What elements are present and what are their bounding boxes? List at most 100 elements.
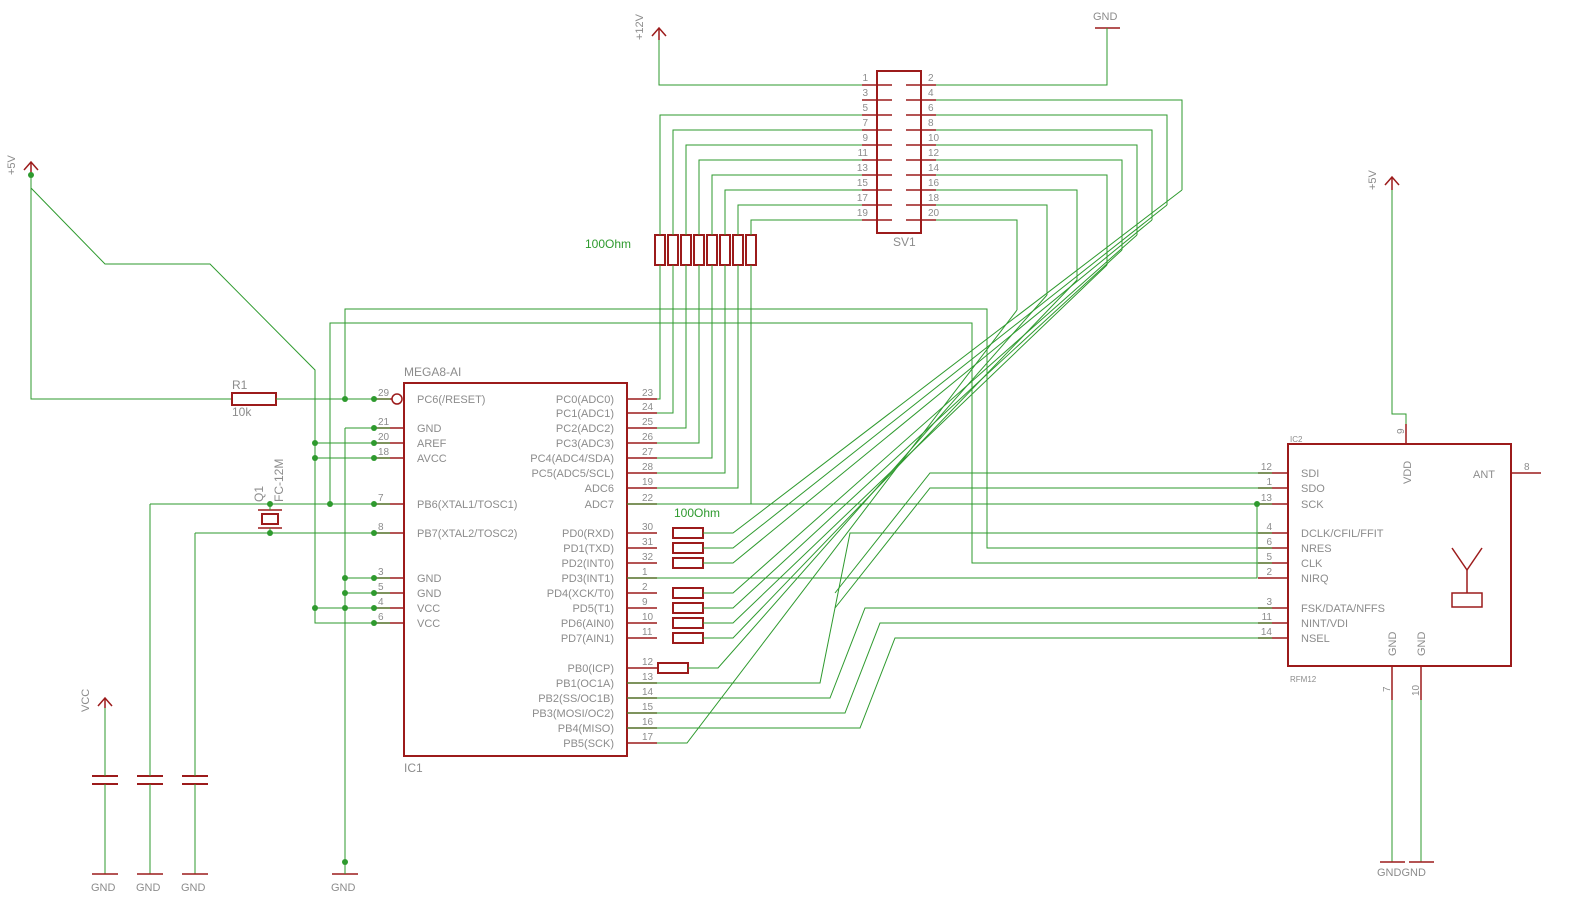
ic1-pin-label: AREF bbox=[417, 438, 447, 450]
sv1-pin-label: 18 bbox=[928, 193, 940, 204]
ic1-pin-number: 1 bbox=[642, 567, 648, 578]
ic2-pin-label: CLK bbox=[1301, 558, 1323, 570]
ic1-pin-label: PC3(ADC3) bbox=[556, 438, 614, 450]
ic1-pin-number: 31 bbox=[642, 537, 654, 548]
ic1-pin-label: PC4(ADC4/SDA) bbox=[530, 453, 614, 465]
svg-text:GND: GND bbox=[181, 882, 206, 894]
resistor-mid bbox=[672, 557, 704, 569]
sv1-pin-label: 15 bbox=[857, 178, 869, 189]
ic1-pin-label: PB0(ICP) bbox=[568, 663, 614, 675]
ic2-pin-number: 11 bbox=[1262, 612, 1273, 623]
ic1-name: IC1 bbox=[404, 761, 423, 775]
ic1-pin-number: 3 bbox=[378, 567, 384, 578]
resistor-top bbox=[719, 234, 731, 266]
ic1-pin-label: PC2(ADC2) bbox=[556, 423, 614, 435]
resistor-mid bbox=[672, 527, 704, 539]
ic1-pin-label: PD2(INT0) bbox=[561, 558, 614, 570]
crystal-q1: Q1 FC-12M bbox=[252, 459, 286, 529]
ic2-pin-label: NINT/VDI bbox=[1301, 618, 1348, 630]
resistor-top bbox=[680, 234, 692, 266]
supply-5v-right: +5V bbox=[1367, 169, 1400, 190]
ic1-mega8: MEGA8-AI IC1 29PC6(/RESET)21GND20AREF18A… bbox=[374, 365, 657, 775]
ic1-pin-label: VCC bbox=[417, 618, 440, 630]
ic1-pin-label: AVCC bbox=[417, 453, 447, 465]
sv1-pin-label: 20 bbox=[928, 208, 940, 219]
ic1-pin-label: PB6(XTAL1/TOSC1) bbox=[417, 499, 517, 511]
sv1-pin-label: 9 bbox=[862, 133, 868, 144]
sv1-pin-label: 6 bbox=[928, 103, 934, 114]
ic1-pin-label: PB3(MOSI/OC2) bbox=[532, 708, 614, 720]
ic1-pin-number: 9 bbox=[642, 597, 648, 608]
resistor-r1: R1 10k bbox=[231, 378, 277, 419]
ic1-pin-number: 14 bbox=[642, 687, 654, 698]
ic1-pin-number: 18 bbox=[378, 447, 390, 458]
svg-text:+5V: +5V bbox=[1367, 169, 1379, 190]
ic2-pin-label: SDI bbox=[1301, 468, 1319, 480]
ic1-pin-number: 20 bbox=[378, 432, 390, 443]
ic1-pin-label: GND bbox=[417, 573, 442, 585]
ic2-pin-number: 5 bbox=[1266, 552, 1272, 563]
resistor-array-top bbox=[654, 234, 757, 266]
resistor-mid bbox=[672, 602, 704, 614]
ic1-pin-number: 17 bbox=[642, 732, 654, 743]
svg-text:7: 7 bbox=[1382, 686, 1393, 692]
svg-text:GND: GND bbox=[1387, 632, 1399, 657]
sv1-pin-label: 2 bbox=[928, 73, 934, 84]
svg-text:VCC: VCC bbox=[80, 689, 92, 712]
gnd-gnd-label: GNDGND bbox=[1377, 867, 1426, 879]
supply-vcc: VCC bbox=[80, 689, 113, 712]
sv1-pin-label: 16 bbox=[928, 178, 940, 189]
gnd-top-label: GND bbox=[1093, 11, 1118, 23]
ic1-pin-number: 22 bbox=[642, 493, 654, 504]
ic1-pin-label: PC1(ADC1) bbox=[556, 408, 614, 420]
ic1-pin-number: 4 bbox=[378, 597, 384, 608]
resistor-array-top-value: 100Ohm bbox=[585, 237, 631, 251]
sv1-pin-label: 4 bbox=[928, 88, 934, 99]
ic1-pin-number: 6 bbox=[378, 612, 384, 623]
ic1-pin-label: PD7(AIN1) bbox=[561, 633, 614, 645]
svg-text:GND: GND bbox=[91, 882, 116, 894]
ic2-pin-label: NRES bbox=[1301, 543, 1332, 555]
gnd-top: GND bbox=[1093, 11, 1120, 29]
ic1-pin-number: 25 bbox=[642, 417, 654, 428]
ic1-pin-label: GND bbox=[417, 588, 442, 600]
ic1-pin-number: 29 bbox=[378, 388, 390, 399]
supply-12v: +12V bbox=[634, 13, 667, 40]
sv1-pin-label: 13 bbox=[857, 163, 869, 174]
ic1-pin-number: 26 bbox=[642, 432, 654, 443]
ic1-pin-label: PD0(RXD) bbox=[562, 528, 614, 540]
ic1-pin-number: 13 bbox=[642, 672, 654, 683]
sv1-pin-label: 11 bbox=[858, 148, 869, 159]
ic1-pin-number: 19 bbox=[642, 477, 654, 488]
resistor-mid bbox=[672, 542, 704, 554]
sv1-pin-label: 5 bbox=[862, 103, 868, 114]
svg-text:8: 8 bbox=[1524, 462, 1530, 473]
resistor-mid bbox=[672, 587, 704, 599]
ic2-pin-label: DCLK/CFIL/FFIT bbox=[1301, 528, 1384, 540]
ic2-pin-number: 2 bbox=[1266, 567, 1272, 578]
svg-text:Q1: Q1 bbox=[252, 486, 266, 502]
ic2-pin-number: 4 bbox=[1266, 522, 1272, 533]
resistor-array-mid bbox=[657, 527, 704, 674]
resistor-mid bbox=[672, 617, 704, 629]
supply-5v-left: +5V bbox=[6, 154, 39, 175]
ic2-pin-label: SCK bbox=[1301, 499, 1324, 511]
ic1-pin-number: 16 bbox=[642, 717, 654, 728]
ic2-pin-number: 14 bbox=[1261, 627, 1273, 638]
sv1-pin-label: 12 bbox=[928, 148, 940, 159]
svg-text:10: 10 bbox=[1411, 684, 1422, 696]
ic1-pin-label: ADC6 bbox=[585, 483, 614, 495]
ic1-pin-label: PD5(T1) bbox=[572, 603, 614, 615]
ic1-pin-label: PB5(SCK) bbox=[563, 738, 614, 750]
ic2-pin-label: NIRQ bbox=[1301, 573, 1329, 585]
ic2-name: IC2 bbox=[1290, 435, 1303, 444]
svg-text:9: 9 bbox=[1396, 428, 1407, 434]
ic2-pin-label: SDO bbox=[1301, 483, 1325, 495]
ic1-pin-label: PB4(MISO) bbox=[558, 723, 614, 735]
ic2-pin-number: 1 bbox=[1266, 477, 1272, 488]
ic1-pin-label: GND bbox=[417, 423, 442, 435]
svg-text:FC-12M: FC-12M bbox=[272, 459, 286, 502]
ic2-value: RFM12 bbox=[1290, 675, 1317, 684]
